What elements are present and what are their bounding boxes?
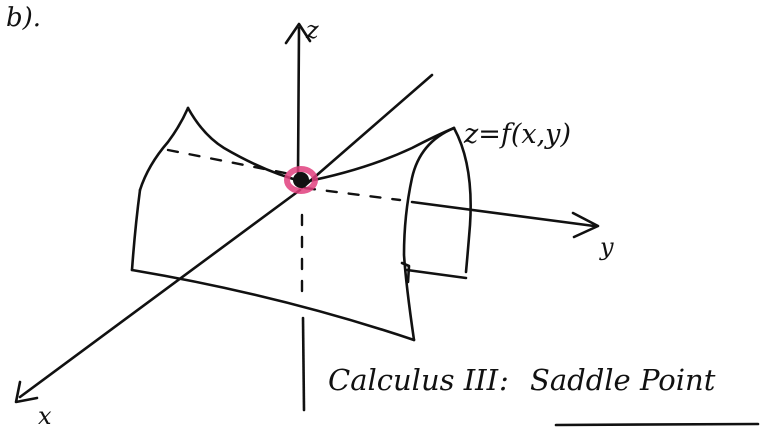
surface-label: z=f(x,y) — [463, 119, 571, 150]
caption-course: Calculus III — [328, 363, 499, 397]
x-axis — [14, 188, 302, 404]
saddle-point-marker — [284, 166, 318, 194]
x-axis-label: x — [38, 402, 52, 430]
caption-underline — [554, 422, 760, 427]
corner-label: b). — [6, 3, 41, 33]
caption: Calculus III : Saddle Point — [328, 363, 760, 427]
z-axis-label: z — [305, 16, 319, 44]
caption-separator: : — [499, 363, 509, 397]
saddle-surface — [130, 106, 472, 342]
z-axis — [284, 22, 312, 412]
caption-topic: Saddle Point — [530, 363, 716, 397]
y-axis — [303, 186, 600, 239]
cross-section-line — [300, 73, 434, 190]
y-axis-label: y — [599, 233, 614, 261]
